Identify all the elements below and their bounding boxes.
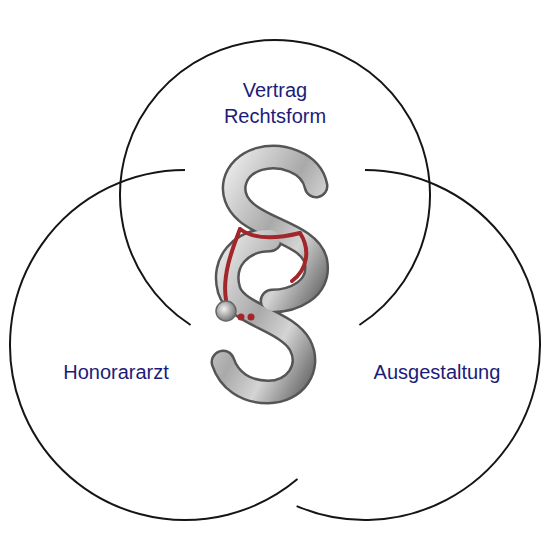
stethoscope xyxy=(216,229,306,321)
circle-outline xyxy=(7,167,363,523)
circle-label: Vertrag Rechtsform xyxy=(215,77,335,130)
venn-circle: Ausgestaltung xyxy=(187,167,543,523)
circle-label: Honorararzt xyxy=(63,359,169,385)
paragraph-sign xyxy=(223,157,317,392)
circle-label: Ausgestaltung xyxy=(374,359,501,385)
circle-arc xyxy=(10,170,297,520)
circle-arc xyxy=(297,170,540,520)
venn-circle: Honorararzt xyxy=(7,167,363,523)
venn-circle: Vertrag Rechtsform xyxy=(117,37,433,353)
circle-outline xyxy=(187,167,543,523)
circle-arc xyxy=(120,40,430,325)
